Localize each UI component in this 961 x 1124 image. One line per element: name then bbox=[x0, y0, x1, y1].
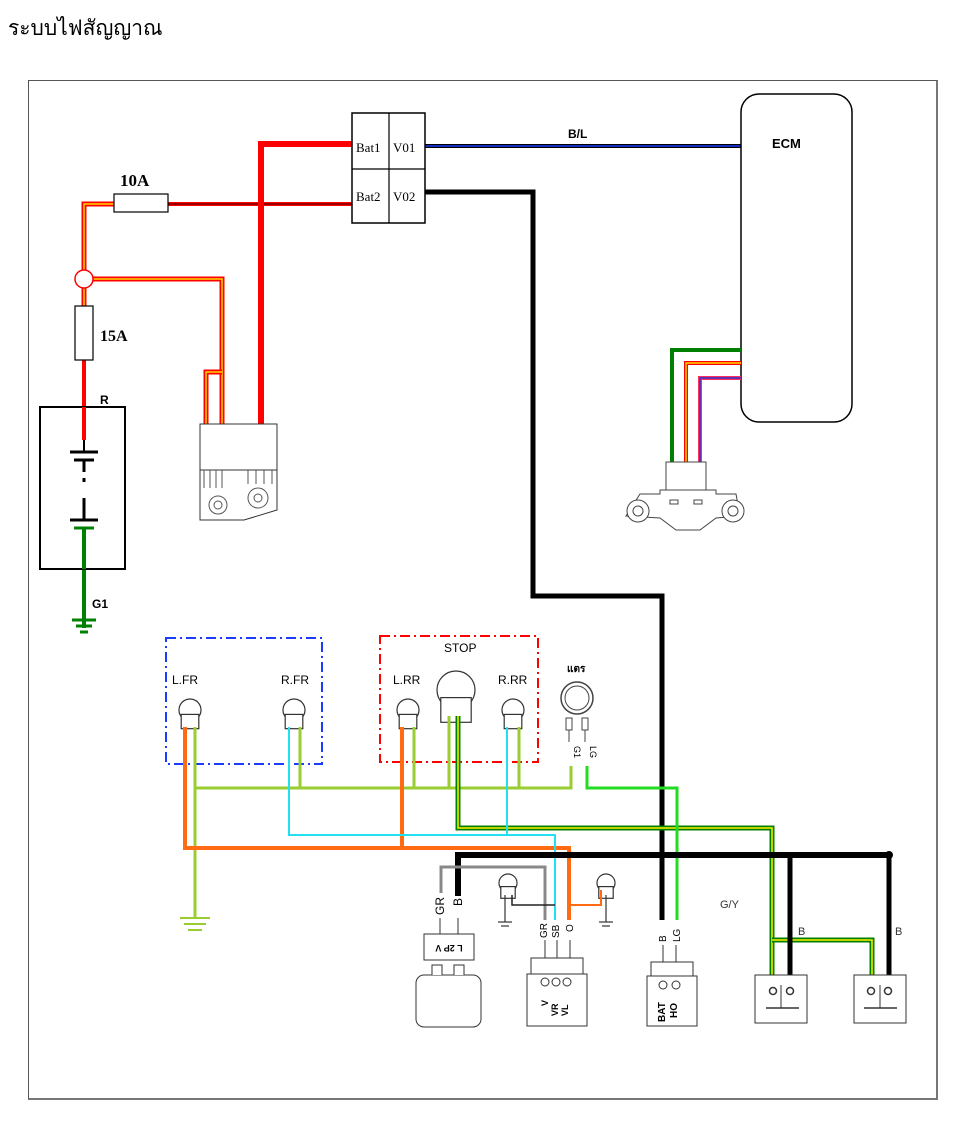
horn-wire-lg: LG bbox=[672, 928, 683, 942]
horn-left-icon bbox=[754, 974, 808, 1024]
switch-connector: GR SB O V VR VL bbox=[526, 923, 588, 1027]
wire-regulator-to-bat1 bbox=[258, 141, 352, 428]
junction-label-bat2: Bat2 bbox=[356, 189, 381, 204]
battery: R G1 bbox=[39, 393, 126, 611]
switch-pin-vl: VL bbox=[560, 1004, 570, 1016]
ecm-wire-label: B/L bbox=[568, 127, 587, 141]
lamp-label-lrr: L.RR bbox=[393, 673, 421, 687]
bulb-lrr-icon bbox=[396, 698, 420, 730]
junction-label-v02: V02 bbox=[393, 189, 415, 204]
ground-icon-lower-left bbox=[180, 917, 210, 931]
sensor-icon bbox=[625, 461, 745, 531]
ecm-label: ECM bbox=[772, 136, 801, 151]
indicator-pin-lg: LG bbox=[588, 746, 598, 758]
horn-wire-b: B bbox=[658, 935, 669, 942]
lamp-label-lfr: L.FR bbox=[172, 673, 198, 687]
relay-wire-b: B bbox=[451, 898, 465, 906]
wire-junction-to-10a bbox=[81, 201, 114, 270]
wire-label-b-left: B bbox=[798, 926, 805, 938]
horn-pin-ho: HO bbox=[669, 1003, 680, 1018]
ground-icon-small-1 bbox=[498, 895, 512, 927]
bulb-small-1-icon bbox=[498, 873, 518, 899]
wire-v02-black bbox=[425, 189, 665, 920]
horn-right-icon bbox=[853, 974, 907, 1024]
horn-pin-bat: BAT bbox=[657, 1002, 668, 1022]
bulb-rfr-icon bbox=[282, 698, 306, 730]
switch-pin-vr: VR bbox=[550, 1003, 560, 1016]
switch-wire-o: O bbox=[565, 924, 576, 932]
switch-wire-sb: SB bbox=[551, 924, 562, 938]
indicator-label: แตร bbox=[567, 664, 586, 675]
ground-icon-small-2 bbox=[599, 895, 613, 927]
lamp-label-rfr: R.FR bbox=[281, 673, 309, 687]
horn-switch-connector: B LG BAT HO bbox=[646, 928, 698, 1027]
fuse-15a: 15A bbox=[74, 305, 128, 361]
wire-label-gy: G/Y bbox=[720, 899, 740, 911]
sensor-wires bbox=[670, 348, 741, 462]
bulb-small-2-icon bbox=[596, 873, 616, 899]
battery-ground-label: G1 bbox=[92, 597, 108, 611]
bulb-rrr-icon bbox=[501, 698, 525, 730]
lamp-label-stop: STOP bbox=[444, 641, 476, 655]
wire-junction-to-regulator bbox=[92, 276, 225, 428]
indicator-lamp-icon: G1 LG bbox=[560, 681, 598, 758]
diagram-frame bbox=[28, 80, 938, 1100]
switch-wire-gr: GR bbox=[539, 923, 550, 938]
junction-label-v01: V01 bbox=[393, 140, 415, 155]
power-wires bbox=[81, 141, 741, 920]
relay-connector-label: L 2P V bbox=[435, 943, 462, 953]
front-lamp-group bbox=[165, 637, 323, 765]
page-title: ระบบไฟสัญญาณ bbox=[8, 16, 163, 40]
wire-label-b-right: B bbox=[895, 926, 902, 938]
signal-wires bbox=[183, 716, 893, 975]
fuse-10a: 10A bbox=[113, 171, 169, 213]
relay-connector: L 2P V GR B bbox=[415, 897, 482, 1028]
switch-pin-v: V bbox=[540, 1000, 550, 1006]
indicator-pin-g1: G1 bbox=[572, 746, 582, 758]
battery-positive-label: R bbox=[100, 393, 109, 407]
bulb-stop-icon bbox=[436, 670, 476, 723]
bulb-lfr-icon bbox=[178, 698, 202, 730]
lamp-label-rrr: R.RR bbox=[498, 673, 528, 687]
regulator-icon bbox=[199, 423, 278, 521]
ecm: ECM B/L bbox=[568, 93, 853, 423]
junction-label-bat1: Bat1 bbox=[356, 140, 381, 155]
relay-wire-gr: GR bbox=[433, 897, 447, 915]
fuse-15a-label: 15A bbox=[100, 328, 128, 345]
junction-node bbox=[74, 269, 94, 289]
fuse-10a-label: 10A bbox=[120, 171, 150, 190]
junction-block: Bat1 V01 Bat2 V02 bbox=[351, 112, 426, 224]
bulbs bbox=[178, 670, 616, 899]
ground-icon bbox=[72, 618, 96, 634]
